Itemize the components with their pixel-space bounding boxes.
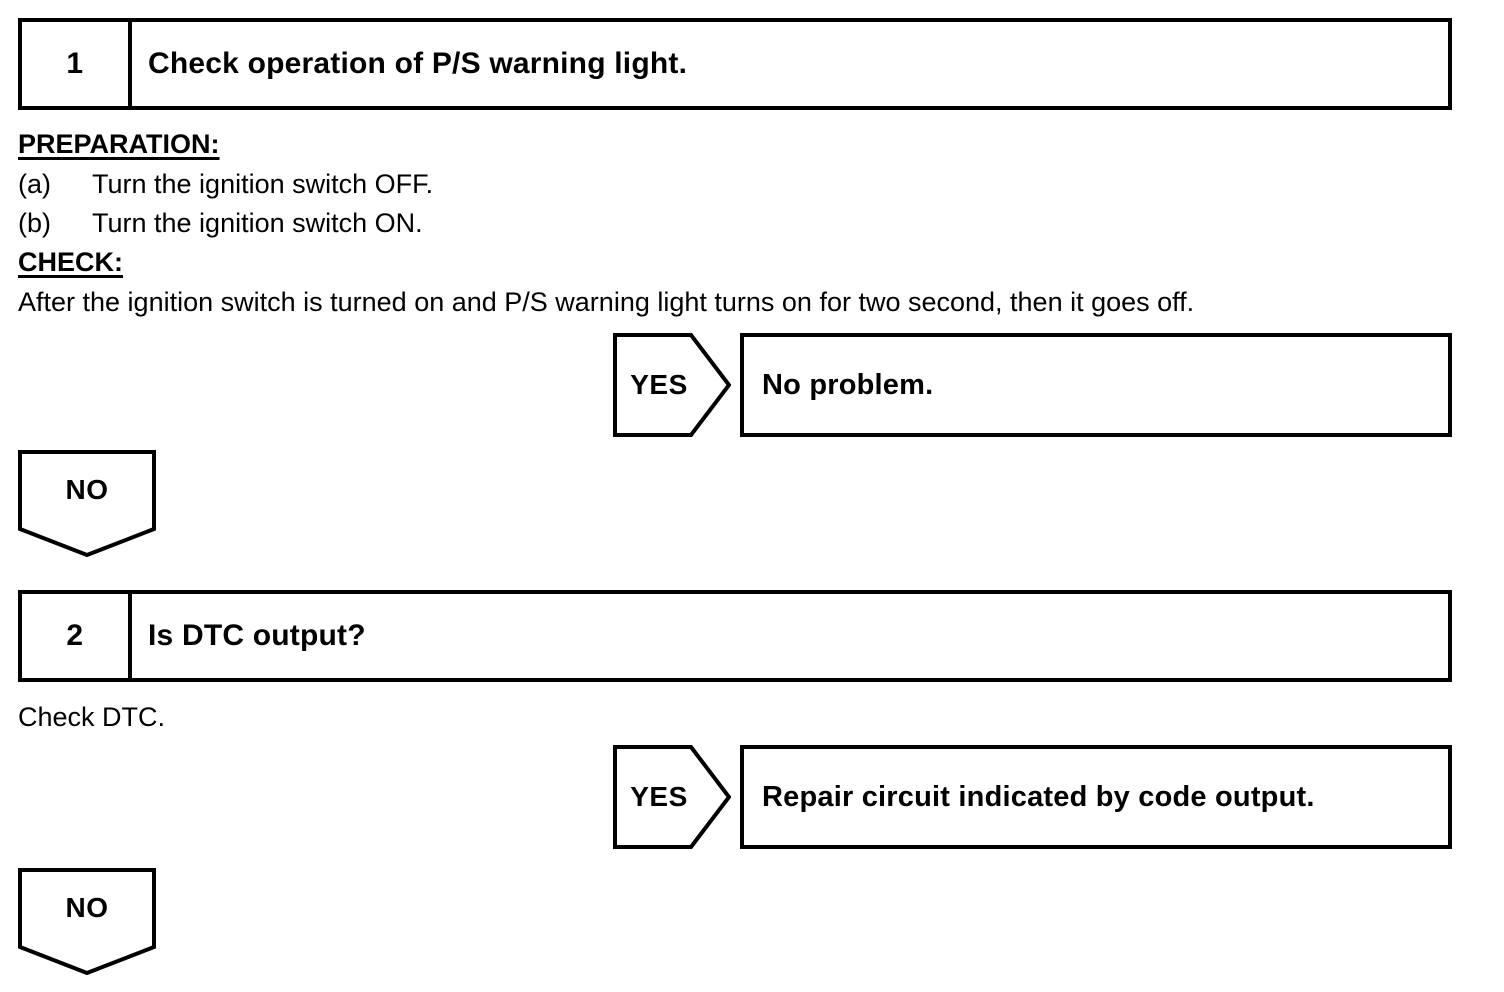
preparation-item-label: (a) [18, 169, 51, 199]
check-heading: CHECK: [18, 247, 123, 277]
step-title: Check operation of P/S warning light. [148, 47, 688, 80]
preparation-item-text: Turn the ignition switch ON. [92, 208, 423, 238]
preparation-heading: PREPARATION: [18, 129, 220, 159]
yes-result-box: Repair circuit indicated by code output. [740, 745, 1452, 849]
step-number: 1 [22, 22, 132, 106]
step-note: Check DTC. [18, 702, 166, 732]
yes-result-box: No problem. [740, 333, 1452, 437]
yes-label: YES [630, 369, 688, 400]
step-box-2: 2 Is DTC output? [18, 590, 1452, 682]
step-box-1: 1 Check operation of P/S warning light. [18, 18, 1452, 110]
preparation-item-text: Turn the ignition switch OFF. [92, 169, 434, 199]
step-number: 2 [22, 594, 132, 678]
yes-result-text: No problem. [762, 368, 934, 401]
check-text: After the ignition switch is turned on a… [18, 287, 1195, 317]
preparation-item-label: (b) [18, 208, 51, 238]
no-branch-tag: NO [18, 868, 156, 975]
no-label: NO [65, 474, 109, 505]
no-branch-tag: NO [18, 450, 156, 557]
yes-label: YES [630, 781, 688, 812]
step-title: Is DTC output? [148, 619, 366, 652]
yes-branch-tag: YES [613, 745, 731, 849]
no-label: NO [65, 892, 109, 923]
yes-result-text: Repair circuit indicated by code output. [762, 780, 1315, 813]
yes-branch-tag: YES [613, 333, 731, 437]
